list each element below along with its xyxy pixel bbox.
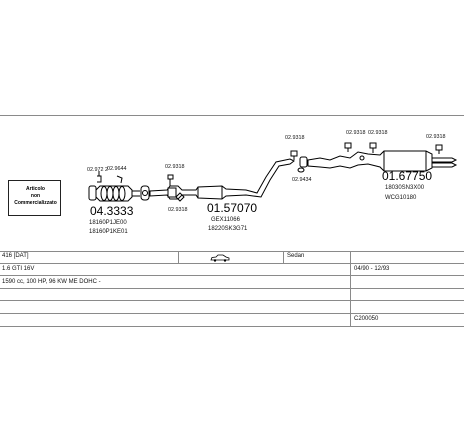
label-gasket-a: 02.972 2 [87,167,108,173]
divider-3 [0,275,464,276]
ref-catalyst-1: 18160P1JE00 [89,220,127,226]
ref-rear-2: WCG10180 [385,195,417,201]
divider-6 [0,313,464,314]
ref-middle-2: 18220SK3G71 [208,226,248,232]
divider-7 [0,326,464,327]
stamp-line-1: Articolo [26,186,45,192]
part-number-middle: 01.57070 [207,201,257,215]
rear-gasket-02-9434 [297,167,305,173]
ref-rear-1: 18030SN3X00 [385,185,425,191]
label-rear-clamp-b: 02.9318 [346,130,366,136]
flange-gasket [140,185,150,201]
ref-middle-1: GEX11066 [211,217,241,223]
part-number-catalyst: 04.3333 [90,204,134,218]
ref-catalyst-2: 18160P1KE01 [89,229,128,235]
rear-silencer [307,150,458,172]
stamp-line-3: Commercializzato [14,200,57,206]
label-clamp-upper: 02.9318 [165,164,185,170]
label-gasket-b: 02.9644 [107,166,127,172]
part-number-rear: 01.67750 [382,169,432,183]
not-sold-stamp: Articolo non Commercializzato [8,180,61,216]
divider-2 [0,263,464,264]
label-rear-clamp-a: 02.9318 [285,135,305,141]
clamp-02-9318-lower [175,192,185,202]
gasket-02-9722-part [97,171,102,183]
divider-top [0,115,464,116]
divider-v3 [350,251,351,326]
middle-silencer [149,158,295,200]
label-rear-clamp-c: 02.9318 [368,130,388,136]
divider-v2 [283,251,284,263]
exhaust-system-diagram: 02.972 2 02.9644 02.9318 04.3333 18160P1… [87,130,458,235]
info-years: 04/90 - 12/93 [354,266,390,272]
catalytic-converter [95,185,140,202]
label-rear-clamp-d: 02.9318 [426,134,446,140]
info-spec: 1590 cc, 100 HP, 96 KW ME DOHC - [2,279,101,285]
info-body-type: Sedan [287,253,305,259]
rear-clamp-a [290,150,298,160]
sedan-car-icon [210,254,230,262]
clamp-02-9318-upper [167,174,174,186]
rear-clamp-b [344,142,352,152]
stamp-line-2: non [30,193,41,199]
divider-1 [0,251,464,252]
label-rear-gasket: 02.9434 [292,177,312,183]
rear-clamp-d [435,144,443,154]
info-code: C200050 [354,316,379,322]
divider-4 [0,288,464,289]
info-engine: 1.6 GTI 16V [2,266,35,272]
divider-5 [0,300,464,301]
info-model: 416 [DAT] [2,253,29,259]
rear-clamp-c [369,142,377,153]
divider-v1 [178,251,179,263]
front-flange [88,185,97,201]
gasket-02-9644-part [116,175,123,184]
rear-flange [299,156,308,168]
label-clamp-lower: 02.9318 [168,207,188,213]
